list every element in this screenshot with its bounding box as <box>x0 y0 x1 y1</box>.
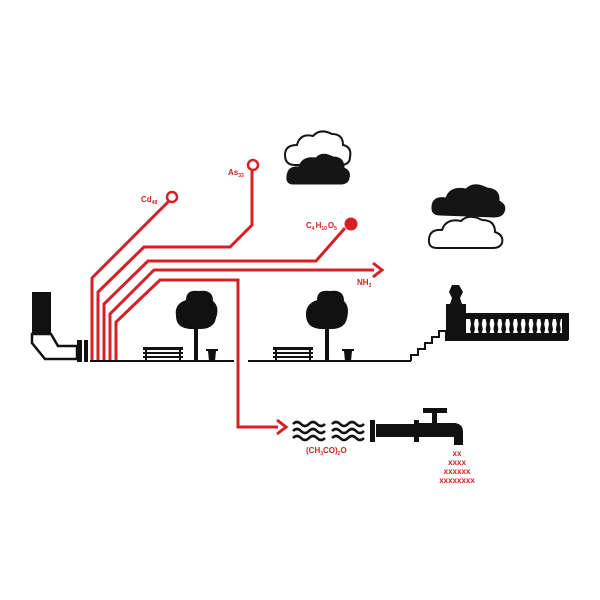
cloud-white-lower <box>427 215 504 249</box>
drip-line: xxxxxx <box>444 467 471 476</box>
drip-line: xxxx <box>448 458 466 467</box>
path-ester <box>102 227 347 360</box>
label-cd: Cd48 <box>141 195 157 206</box>
baluster <box>470 319 475 333</box>
path-water <box>114 278 278 429</box>
flange-2 <box>84 340 88 362</box>
trash-bin-left <box>206 349 218 361</box>
bench-left <box>143 347 183 361</box>
as-endpoint-icon <box>246 158 260 172</box>
baluster <box>540 319 546 333</box>
baluster <box>477 319 483 333</box>
path-as <box>96 171 254 360</box>
bench-right <box>273 347 313 361</box>
balustrade <box>446 285 569 340</box>
tree-left <box>175 290 218 360</box>
label-as: As33 <box>228 168 244 179</box>
label-ester: C4H10O5 <box>306 221 337 232</box>
path-nh3 <box>108 268 374 360</box>
cd-endpoint-icon <box>165 190 179 204</box>
drip-line: xxxxxxxx <box>439 476 475 485</box>
baluster <box>555 319 561 333</box>
cloud-upper-pair <box>283 130 352 185</box>
label-anhydride: (CH3CO)2O <box>306 446 347 457</box>
baluster <box>524 319 530 333</box>
stack-top <box>32 292 51 334</box>
baluster <box>516 319 522 333</box>
baluster <box>485 319 491 333</box>
drip-line: xx <box>453 449 462 458</box>
cloud-black-lower <box>431 184 506 218</box>
faucet-drip: xx xxxx xxxxxx xxxxxxxx <box>439 449 475 485</box>
flange-1 <box>77 340 82 362</box>
ester-endpoint-icon <box>344 217 358 231</box>
baluster <box>509 319 514 333</box>
water-waves-icon <box>292 420 365 442</box>
label-nh3: NH3 <box>357 278 372 289</box>
faucet-icon <box>370 408 463 445</box>
baluster <box>548 319 553 333</box>
baluster <box>493 319 499 333</box>
baluster <box>501 319 507 333</box>
factory-exhaust <box>30 292 88 362</box>
trash-bin-right <box>342 349 354 361</box>
stack-elbow <box>30 332 79 361</box>
baluster <box>532 319 538 333</box>
cloud-black-upper <box>286 153 350 185</box>
cloud-lower-pair <box>427 184 506 249</box>
urn <box>449 285 463 304</box>
water-arrow-icon <box>276 418 289 436</box>
nh3-arrow-icon <box>372 261 385 279</box>
tree-right <box>305 290 348 360</box>
